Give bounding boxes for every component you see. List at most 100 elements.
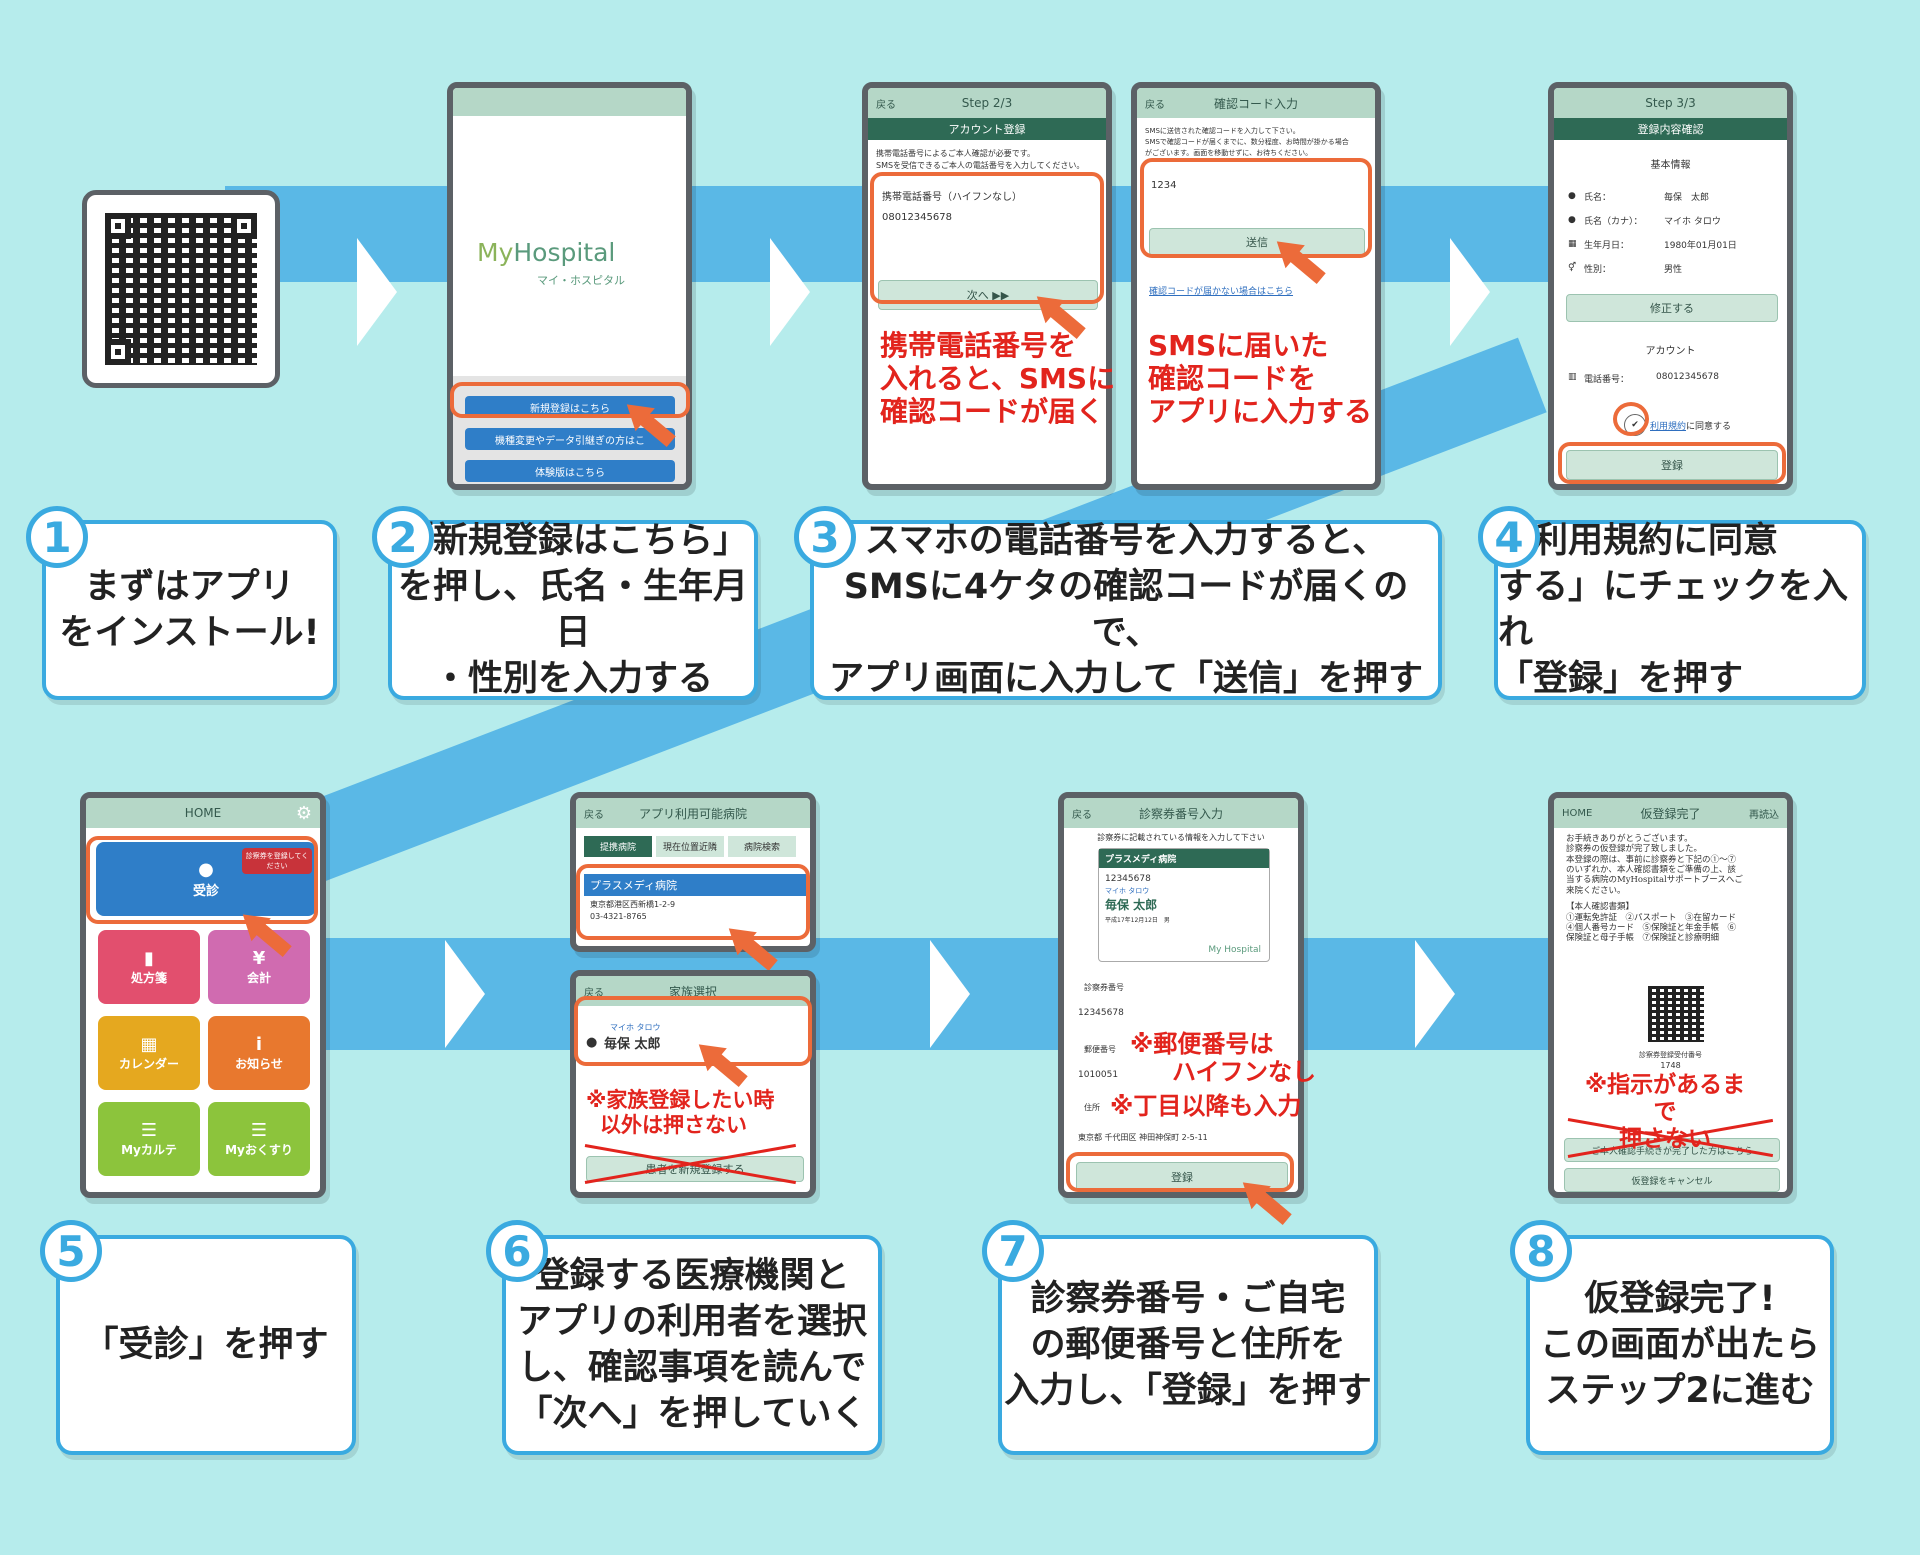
step-line: する」にチェックを入れ [1498, 566, 1849, 653]
chevron-right-icon [445, 940, 485, 1048]
tile-label: Myおくすり [225, 1143, 293, 1157]
tab-partner-hospitals[interactable]: 提携病院 [584, 836, 652, 857]
annotation-sms: 携帯電話番号を 入れると、SMSに 確認コードが届く [880, 329, 1115, 428]
phone-input[interactable]: 08012345678 [882, 212, 952, 223]
hospital-list-item[interactable]: プラスメディ病院 東京都港区西新橋1-2-9 03-4321-8765 [584, 874, 806, 924]
description-text: SMSを受信できるご本人の電話番号を入力してください。 [876, 161, 1085, 170]
back-link[interactable]: 戻る [584, 987, 604, 999]
step-line: アプリの利用者を選択 [516, 1301, 867, 1342]
step-line: 「登録」を押す [1498, 659, 1744, 700]
info-row: ⚥性別：男性 [1568, 256, 1778, 280]
code-input[interactable]: 1234 [1151, 180, 1177, 191]
screen-title: 診察券番号入力 [1138, 806, 1223, 821]
code-not-received-link[interactable]: 確認コードが届かない場合はこちら [1149, 287, 1294, 297]
my-medicine-tile[interactable]: ☰Myおくすり [208, 1102, 310, 1176]
highlight-hospital-item [576, 864, 810, 940]
phone-screen-home: HOME⚙ ● 受診 診察券を登録してください ▮処方箋 ¥会計 ▦カレンダー … [80, 792, 326, 1198]
step-line: をインストール! [59, 613, 320, 653]
step-line: この画面が出たら [1539, 1324, 1820, 1365]
step-card-5: 「受診」を押す [56, 1235, 356, 1455]
calendar-icon: ▦ [140, 1034, 158, 1055]
card-number-label: 診察券番号 [1084, 983, 1124, 992]
cancel-registration-button[interactable]: 仮登録をキャンセル [1564, 1168, 1780, 1192]
back-link[interactable]: 戻る [876, 99, 896, 111]
person-icon: ● [586, 1035, 598, 1050]
tab-nearby[interactable]: 現在位置近隣 [656, 836, 724, 857]
step-number-badge: 8 [1510, 1220, 1572, 1282]
screen-title-bar: 登録内容確認 [1554, 118, 1787, 140]
info-label: 氏名： [1584, 192, 1612, 203]
step-indicator: Step 2/3 [961, 96, 1013, 110]
phone-header: 戻る 診察券番号入力 [1064, 798, 1298, 828]
card-kana: マイホ タロウ [1105, 887, 1150, 895]
step-line: 「新規登録はこちら」 [397, 520, 748, 561]
calendar-tile[interactable]: ▦カレンダー [98, 1016, 200, 1090]
step-line: 「受診」を押す [83, 1324, 329, 1365]
qr-code-frame [82, 190, 280, 388]
highlight-terms-checkbox [1613, 402, 1649, 436]
info-row: ●氏名（カナ）：マイホ タロウ [1568, 208, 1778, 232]
tab-bar: 提携病院 現在位置近隣 病院検索 [584, 836, 796, 857]
step-line: アプリ画面に入力して「送信」を押す [829, 659, 1423, 700]
tab-search[interactable]: 病院検索 [728, 836, 796, 857]
gear-icon[interactable]: ⚙ [295, 802, 312, 824]
card-dob: 平成17年12月12日 男 [1105, 917, 1170, 924]
description-text: SMSに送信された確認コードを入力して下さい。 [1145, 127, 1300, 135]
terms-link[interactable]: 利用規約 [1650, 421, 1687, 432]
prescription-tile[interactable]: ▮処方箋 [98, 930, 200, 1004]
tile-label: Myカルテ [121, 1143, 177, 1157]
step-number-badge: 6 [486, 1220, 548, 1282]
my-chart-tile[interactable]: ☰Myカルテ [98, 1102, 200, 1176]
message-line: ④個人番号カード ⑤保険証と年金手帳 ⑥ [1566, 922, 1737, 933]
highlight-code-field [1140, 158, 1372, 258]
qr-code-icon [1648, 986, 1704, 1042]
info-value: 毎保 太郎 [1664, 192, 1710, 203]
back-link[interactable]: 戻る [584, 809, 604, 821]
device-transfer-button[interactable]: 機種変更やデータ引継ぎの方はこ [465, 428, 675, 450]
tile-label: 処方箋 [130, 971, 167, 985]
annotation-postal: ※郵便番号は ハイフンなし [1130, 1030, 1316, 1086]
annotation-code: SMSに届いた 確認コードを アプリに入力する [1148, 329, 1372, 428]
qr-finder-icon [105, 339, 131, 365]
info-label: 性別： [1584, 264, 1612, 275]
chevron-right-icon [357, 238, 397, 346]
step-line: スマホの電話番号を入力すると、 [864, 520, 1388, 561]
annotation-line: ※指示があるまで [1584, 1072, 1746, 1125]
address-input[interactable]: 東京都 千代田区 神田神保町 2-5-11 [1078, 1133, 1208, 1142]
section-heading: 基本情報 [1650, 160, 1691, 171]
info-label: 氏名（カナ）： [1584, 216, 1643, 227]
edit-button[interactable]: 修正する [1566, 294, 1778, 322]
step-text: 「受診」を押す [83, 1322, 328, 1368]
description-text: 携帯電話番号によるご本人確認が必要です。 [876, 149, 1035, 158]
card-number-input[interactable]: 12345678 [1078, 1008, 1124, 1018]
step-line: し、確認事項を読んで [517, 1348, 867, 1388]
phone-header [453, 88, 686, 116]
send-button[interactable]: 送信 [1149, 228, 1365, 256]
step-line: 「利用規約に同意 [1498, 520, 1779, 561]
app-logo: MyHospital [477, 238, 615, 267]
card-hospital: プラスメディ病院 [1099, 849, 1269, 868]
info-value: 08012345678 [1656, 372, 1719, 382]
postal-code-input[interactable]: 1010051 [1078, 1070, 1119, 1080]
register-button[interactable]: 登録 [1566, 450, 1778, 480]
member-name-text: 毎保 太郎 [604, 1037, 661, 1052]
step-line: を押し、氏名・生年月日 [397, 566, 748, 653]
trial-version-button[interactable]: 体験版はこちら [465, 460, 675, 482]
step-card-8: 仮登録完了!この画面が出たらステップ2に進む [1526, 1235, 1834, 1455]
home-link[interactable]: HOME [1562, 807, 1593, 819]
screen-title: 確認コード入力 [1213, 96, 1298, 111]
step-card-3: スマホの電話番号を入力すると、SMSに4ケタの確認コードが届くので、アプリ画面に… [810, 520, 1442, 700]
hospital-phone: 03-4321-8765 [590, 912, 647, 921]
back-link[interactable]: 戻る [1072, 809, 1092, 821]
reload-link[interactable]: 再読込 [1749, 809, 1779, 821]
registration-code: 1748 [1660, 1061, 1681, 1070]
gender-icon: ⚥ [1568, 263, 1577, 273]
step-line: ・性別を入力する [432, 659, 713, 700]
back-link[interactable]: 戻る [1145, 99, 1165, 111]
family-member-item[interactable]: マイホ タロウ ●毎保 太郎 [586, 1022, 806, 1072]
hospital-name: プラスメディ病院 [584, 874, 806, 896]
completion-message: お手続きありがとうございます。 診察券の仮登録が完了致しました。 本登録の際は、… [1566, 834, 1786, 944]
phone-header: Step 3/3 [1554, 88, 1787, 118]
